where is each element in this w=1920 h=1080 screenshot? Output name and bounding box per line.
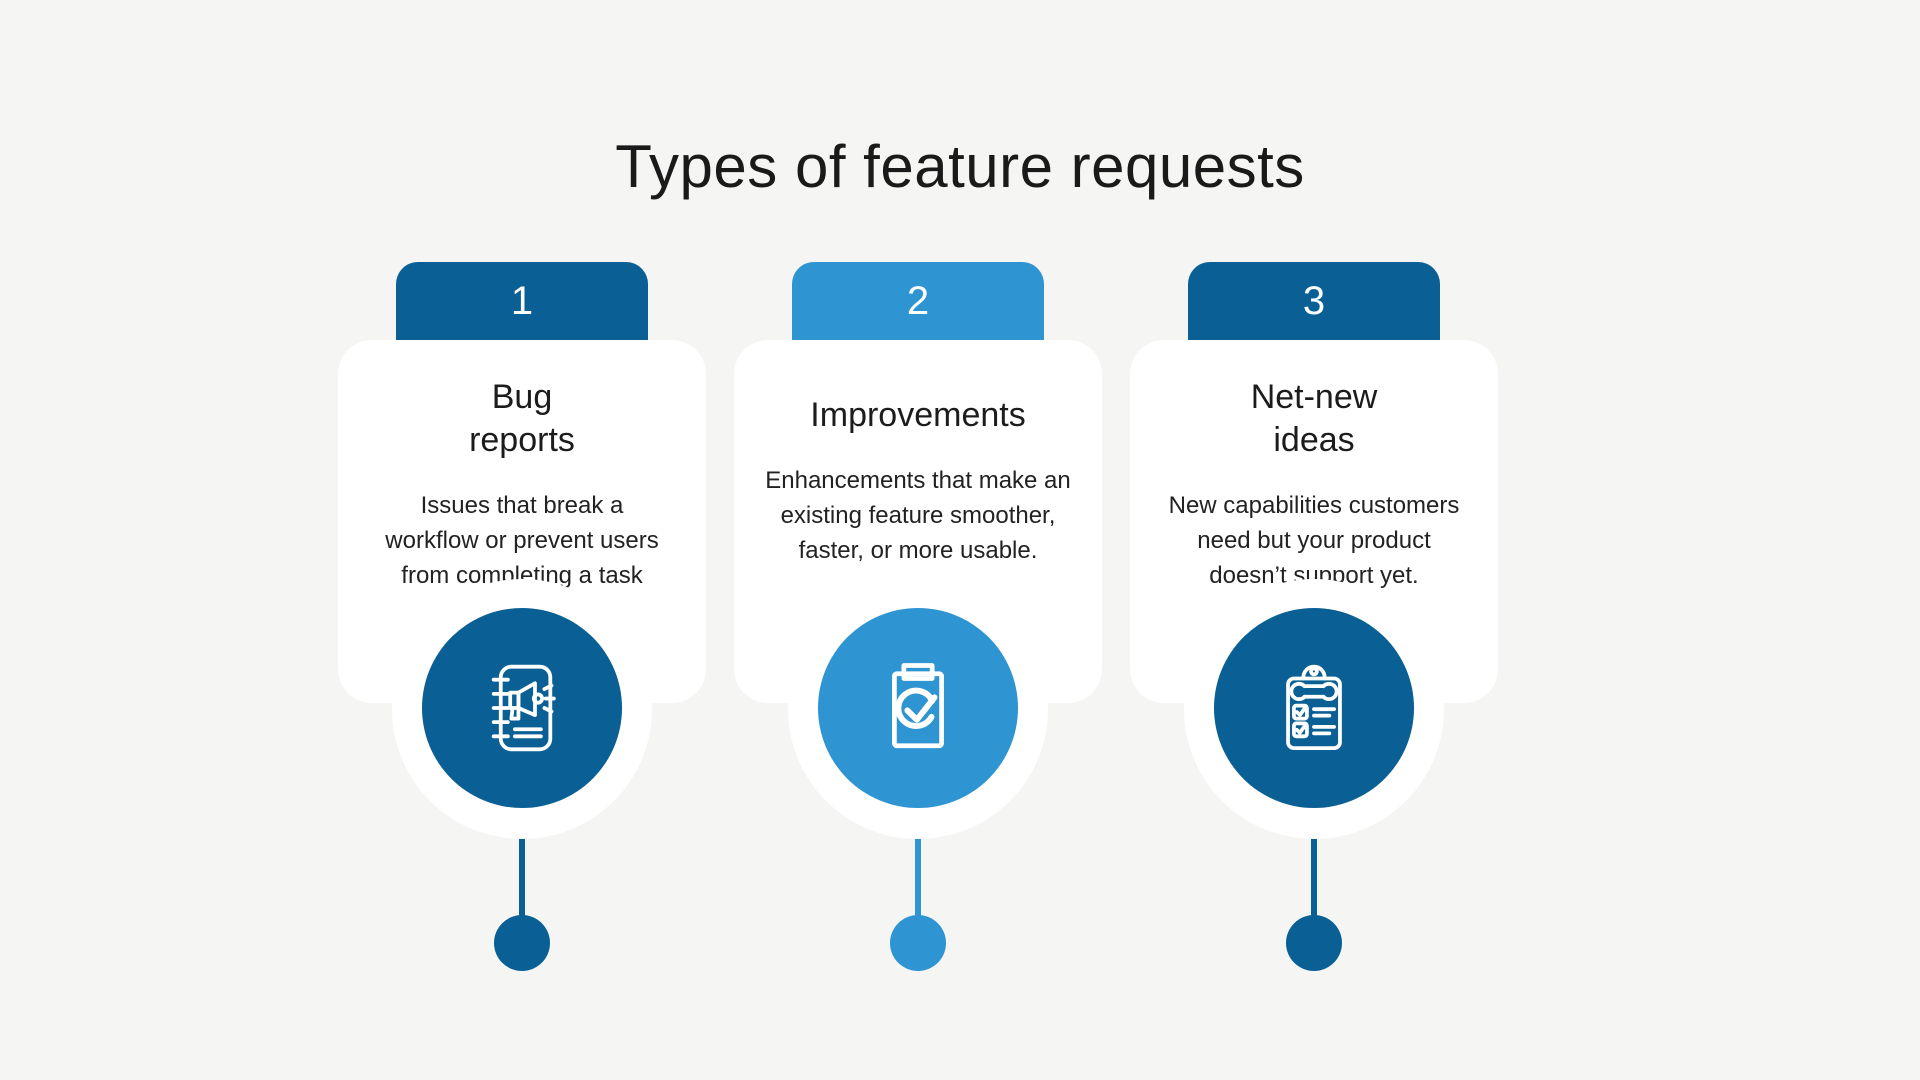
connector-line (1311, 822, 1317, 917)
card-title: Improvements (810, 396, 1026, 434)
card-column-improvements: 2 Improvements Enhancements that make an… (734, 262, 1102, 972)
icon-circle (818, 608, 1018, 808)
card-title: Bug reports (469, 378, 575, 459)
card-description: Enhancements that make an existing featu… (765, 467, 1071, 564)
card-column-net-new-ideas: 3 Net-new ideas New capabilities custome… (1130, 262, 1498, 972)
card-title: Net-new ideas (1250, 378, 1378, 459)
card-number: 2 (906, 279, 930, 323)
cards-row: 1 Bug reports Issues that break a workfl… (338, 262, 1498, 972)
card-description: Issues that break a workflow or prevent … (385, 492, 659, 589)
card-number: 3 (1302, 279, 1326, 323)
page-title: Types of feature requests (615, 133, 1305, 200)
clipboard-check-icon (892, 663, 944, 749)
connector-dot (1286, 915, 1342, 971)
clipboard-checklist-icon (1286, 664, 1342, 751)
icon-circle (422, 608, 622, 808)
card-number-tab: 3 (1188, 262, 1440, 341)
card-number-tab: 1 (396, 262, 648, 341)
card-description: New capabilities customers need but your… (1168, 492, 1460, 589)
connector-dot (494, 915, 550, 971)
notebook-megaphone-icon (491, 664, 556, 752)
icon-circle (1214, 608, 1414, 808)
connector-line (915, 822, 921, 917)
card-column-bug-reports: 1 Bug reports Issues that break a workfl… (338, 262, 706, 972)
card-number-tab: 2 (792, 262, 1044, 341)
connector-line (519, 822, 525, 917)
connector-dot (890, 915, 946, 971)
card-number: 1 (510, 279, 534, 323)
